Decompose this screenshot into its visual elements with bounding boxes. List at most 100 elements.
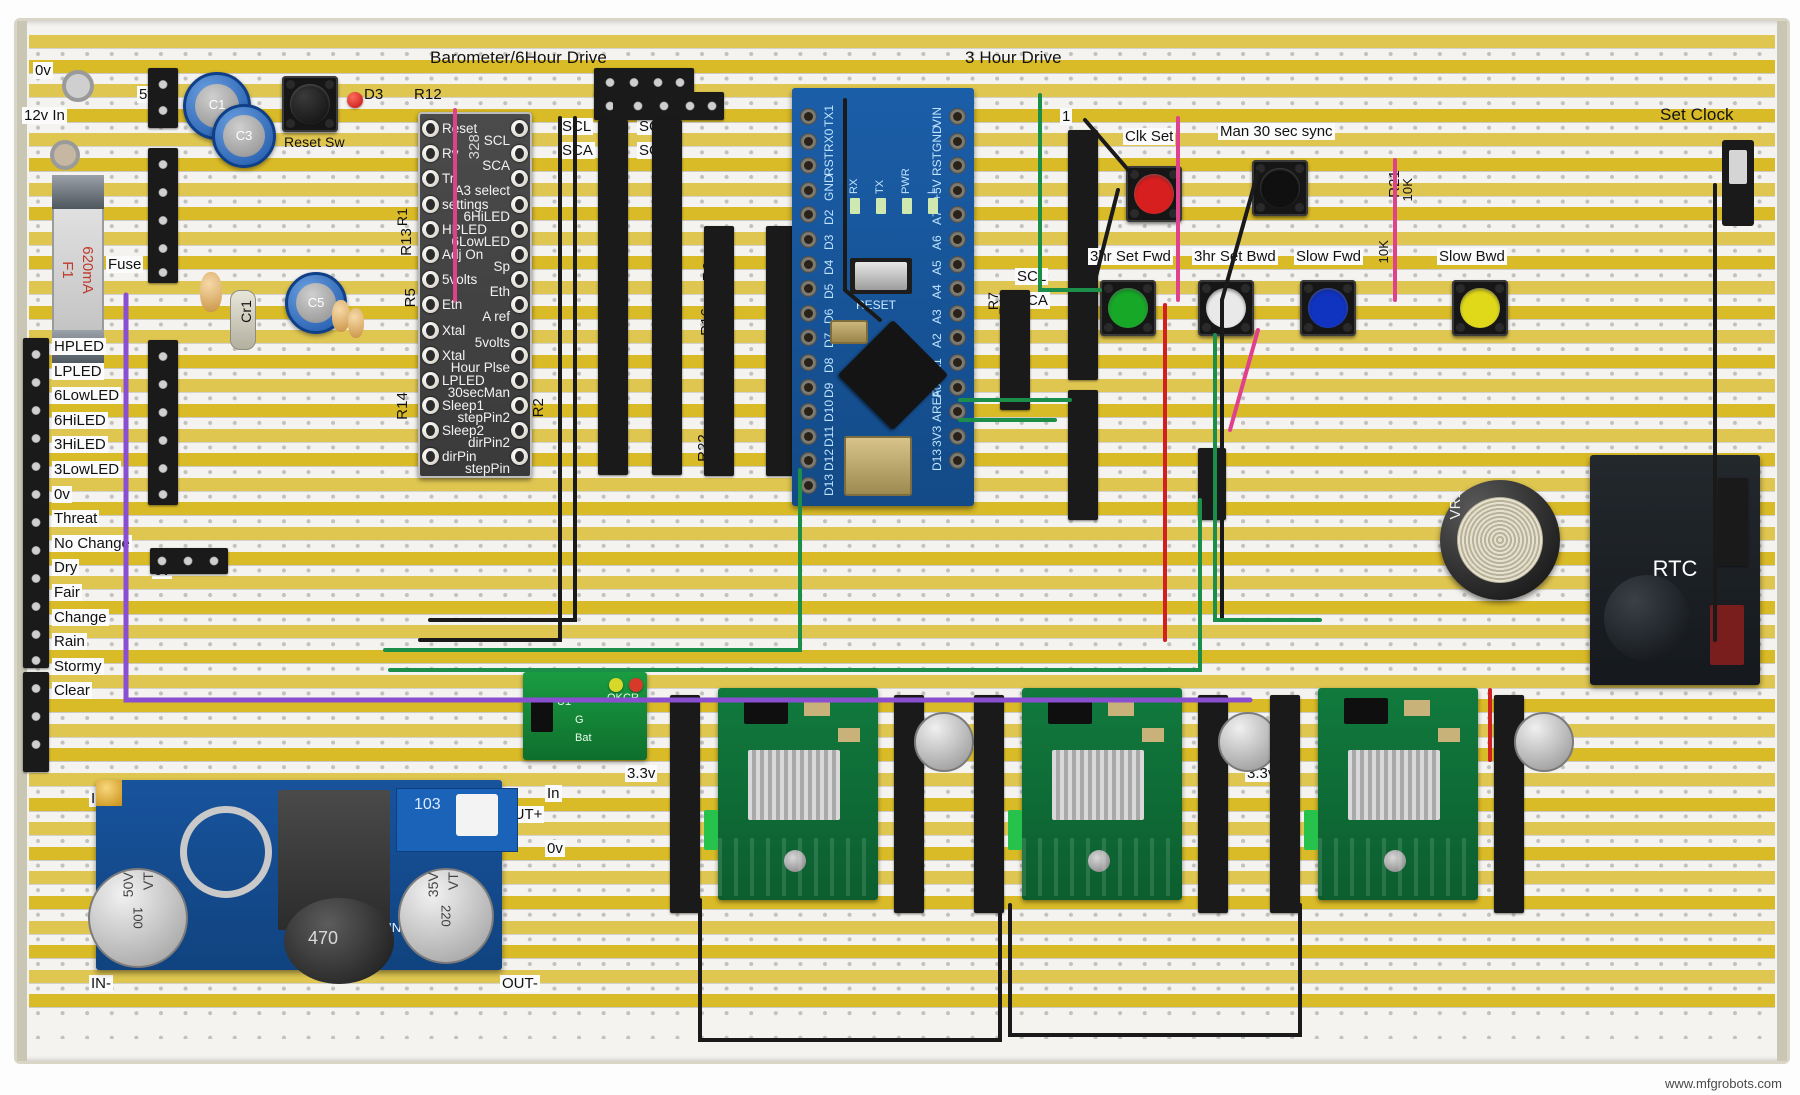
button-slow-bwd[interactable] bbox=[1452, 280, 1508, 336]
buck-led-indicator bbox=[456, 794, 498, 836]
header-small-right[interactable] bbox=[1198, 448, 1226, 520]
nano-pin-hole-l-3[interactable] bbox=[800, 181, 817, 199]
header-top-bus[interactable] bbox=[594, 68, 694, 96]
button-clk-set[interactable] bbox=[1126, 166, 1182, 222]
nano-pin-label-RST: RST bbox=[822, 152, 836, 177]
button-man-30-sec-sync[interactable] bbox=[1252, 160, 1308, 216]
nano-pin-hole-l-5[interactable] bbox=[800, 231, 817, 248]
potentiometer-vr1[interactable] bbox=[1440, 480, 1560, 600]
label-0v-top: 0v bbox=[33, 62, 53, 79]
nano-pin-hole-r-10[interactable] bbox=[949, 354, 966, 371]
header-bus-3[interactable] bbox=[704, 226, 734, 476]
driver-chip-3 bbox=[1344, 698, 1388, 724]
label-buck-in-minus: IN- bbox=[89, 975, 113, 992]
driver-current-pot-3[interactable] bbox=[1384, 850, 1406, 872]
nano-pin-hole-l-6[interactable] bbox=[800, 255, 817, 273]
set-clock-switch[interactable] bbox=[1722, 140, 1754, 226]
button-slow-fwd[interactable] bbox=[1300, 280, 1356, 336]
nano-pin-label-D2: D2 bbox=[822, 210, 836, 226]
nano-pin-label-r-A4: A4 bbox=[930, 284, 944, 300]
header-i2c[interactable] bbox=[1000, 290, 1030, 410]
ic-socket-left-3 bbox=[422, 195, 439, 213]
charger-bat: Bat bbox=[575, 732, 592, 744]
header-left-mid[interactable] bbox=[148, 148, 178, 283]
nano-pin-label-D8: D8 bbox=[822, 357, 836, 373]
buck-via bbox=[180, 806, 272, 898]
header-rtc[interactable] bbox=[1718, 478, 1748, 566]
nano-pin-label-r-A5: A5 bbox=[930, 259, 944, 275]
reset-switch[interactable] bbox=[282, 76, 338, 132]
nano-pin-hole-r-11[interactable] bbox=[949, 378, 966, 396]
header-0v[interactable] bbox=[150, 548, 228, 574]
driver-heatsink-2 bbox=[1052, 750, 1144, 820]
rail-label-threat: Threat bbox=[52, 510, 100, 528]
nano-pin-hole-r-1[interactable] bbox=[949, 132, 966, 150]
nano-pin-hole-r-9[interactable] bbox=[949, 329, 966, 347]
ic-pin-right-10: 30secMan bbox=[447, 385, 510, 400]
label-charger-0v: 0v bbox=[545, 840, 565, 857]
rail-label-fair: Fair bbox=[52, 584, 82, 601]
nano-pin-hole-l-12[interactable] bbox=[800, 403, 817, 421]
nano-pin-hole-l-2[interactable] bbox=[800, 157, 817, 175]
ic-socket-right-13 bbox=[511, 447, 528, 465]
header-bus-right[interactable] bbox=[652, 120, 682, 475]
nano-pin-hole-r-2[interactable] bbox=[949, 157, 966, 175]
nano-pin-hole-l-8[interactable] bbox=[800, 304, 817, 322]
rail-label-rain: Rain bbox=[52, 633, 87, 651]
charger-led-2 bbox=[629, 678, 643, 692]
nano-pin-hole-l-1[interactable] bbox=[800, 132, 817, 150]
header-top-bus-2[interactable] bbox=[594, 92, 724, 120]
nano-pin-hole-r-14[interactable] bbox=[949, 452, 966, 470]
label-r1: R1 bbox=[394, 208, 410, 227]
nano-pin-hole-r-7[interactable] bbox=[949, 280, 966, 298]
header-5v-top[interactable] bbox=[148, 68, 178, 128]
header-right-2[interactable] bbox=[1068, 390, 1098, 520]
nano-pin-hole-l-14[interactable] bbox=[800, 452, 817, 470]
nano-pin-hole-r-12[interactable] bbox=[949, 403, 966, 421]
header-left-lower[interactable] bbox=[148, 340, 178, 505]
nano-pin-hole-r-5[interactable] bbox=[949, 231, 966, 248]
driver-header-left-3[interactable] bbox=[1270, 695, 1300, 913]
charger-g: G bbox=[575, 714, 584, 726]
nano-pin-hole-l-10[interactable] bbox=[800, 354, 817, 371]
nano-pin-hole-r-8[interactable] bbox=[949, 304, 966, 322]
charger-ic bbox=[531, 698, 553, 732]
ic-socket-left-0 bbox=[422, 120, 439, 137]
charger-led-1 bbox=[609, 678, 623, 692]
charger-module: U1 G Bat OK CR bbox=[523, 672, 647, 760]
header-left-labels[interactable] bbox=[23, 338, 49, 668]
driver-current-pot-1[interactable] bbox=[784, 850, 806, 872]
charger-ok: OK bbox=[607, 692, 623, 704]
capacitor-c3: C3 bbox=[212, 104, 276, 168]
driver-header-left-2[interactable] bbox=[974, 695, 1004, 913]
header-left-labels-2[interactable] bbox=[23, 672, 49, 772]
header-bus-4[interactable] bbox=[766, 226, 796, 476]
ic-marking: 328 bbox=[466, 134, 483, 160]
nano-pin-hole-r-3[interactable] bbox=[949, 181, 966, 199]
nano-pin-hole-r-13[interactable] bbox=[949, 427, 966, 445]
ic-socket-right-8 bbox=[511, 321, 528, 339]
label-scl-1: SCL bbox=[560, 118, 594, 135]
button-3hr-set-bwd[interactable] bbox=[1198, 280, 1254, 336]
nano-pin-hole-r-6[interactable] bbox=[949, 255, 966, 273]
nano-pin-hole-l-15[interactable] bbox=[800, 477, 817, 494]
button-3hr-set-fwd[interactable] bbox=[1100, 280, 1156, 336]
nano-pin-hole-l-11[interactable] bbox=[800, 378, 817, 396]
nano-pin-hole-r-4[interactable] bbox=[949, 206, 966, 224]
buck-output-capacitor: 220 bbox=[398, 868, 494, 964]
nano-pin-hole-l-9[interactable] bbox=[800, 329, 817, 347]
nano-pin-hole-l-13[interactable] bbox=[800, 427, 817, 445]
nano-reset-button[interactable] bbox=[850, 258, 912, 294]
nano-pin-hole-r-0[interactable] bbox=[949, 108, 966, 125]
rtc-coin-cell bbox=[1604, 575, 1690, 661]
header-bus-left[interactable] bbox=[598, 120, 628, 475]
nano-pin-hole-l-7[interactable] bbox=[800, 280, 817, 298]
nano-pin-hole-l-4[interactable] bbox=[800, 206, 817, 224]
driver-header-left-1[interactable] bbox=[670, 695, 700, 913]
driver-current-pot-2[interactable] bbox=[1088, 850, 1110, 872]
nano-pin-hole-l-0[interactable] bbox=[800, 108, 817, 125]
label-r2: R2 bbox=[530, 398, 547, 418]
buck-adjust-screw[interactable] bbox=[96, 780, 122, 806]
capacitor-film-1 bbox=[200, 272, 222, 312]
